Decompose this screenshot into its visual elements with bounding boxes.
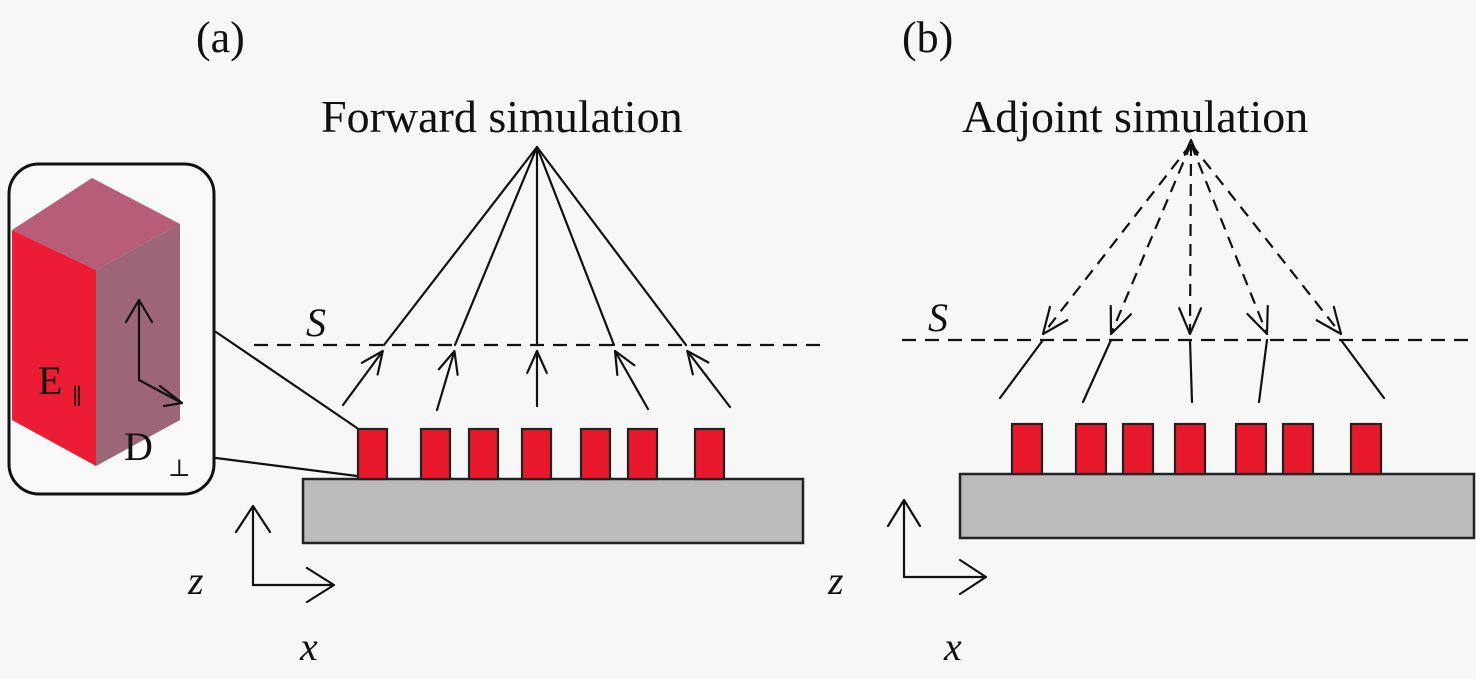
z-axis-arrow-icon	[234, 504, 272, 587]
surface-label-a: S	[306, 300, 326, 345]
pillar	[1074, 422, 1108, 476]
inset-connector-bottom	[214, 456, 359, 478]
x-axis-label-b: x	[943, 624, 962, 669]
axes-a: z x	[187, 504, 336, 669]
transmitted-ray	[998, 338, 1045, 400]
adjoint-ray	[1042, 143, 1192, 335]
z-axis-arrow-icon	[886, 498, 922, 579]
d-perp-subscript: ⊥	[168, 456, 191, 482]
up-arrow-icon	[341, 349, 384, 407]
metasurface-pillars-b	[1010, 422, 1383, 476]
forward-arrows	[341, 349, 732, 412]
pillar	[1121, 422, 1155, 476]
up-arrow-icon	[686, 349, 732, 409]
e-parallel-subscript: ∥	[72, 384, 82, 409]
panel-a-label: (a)	[196, 13, 245, 62]
z-axis-label-a: z	[187, 558, 204, 603]
fan-ray	[453, 145, 539, 347]
transmitted-ray	[1081, 338, 1113, 404]
pillar	[626, 427, 659, 481]
substrate-a	[301, 477, 805, 545]
pillar	[467, 427, 500, 481]
e-field-arrow-icon	[124, 298, 154, 382]
inset-connector-top	[214, 330, 359, 430]
fan-ray	[382, 145, 539, 347]
down-arrow-icon	[1109, 304, 1133, 336]
pillar	[1281, 422, 1315, 476]
pillar	[1010, 422, 1044, 476]
adjoint-transmitted-rays	[998, 338, 1386, 404]
x-axis-arrow-icon	[251, 566, 336, 604]
metasurface-pillars-a	[356, 427, 726, 481]
e-parallel-label: E	[38, 358, 62, 403]
pillar	[419, 427, 452, 481]
adjoint-ray	[1109, 143, 1193, 335]
fan-ray	[535, 145, 688, 347]
pillar	[1173, 422, 1207, 476]
forward-fan	[382, 145, 688, 347]
pillar	[579, 427, 612, 481]
panel-b-label: (b)	[902, 13, 953, 62]
axes-b: z x	[827, 498, 988, 669]
unit-cell-inset: E ∥ D ⊥	[7, 162, 216, 496]
d-perp-label: D	[124, 424, 153, 469]
pillar	[1349, 422, 1383, 476]
pillar	[520, 427, 553, 481]
down-arrow-icon	[1041, 305, 1069, 336]
down-arrow-icon	[1178, 307, 1203, 336]
block-front-face	[12, 230, 96, 466]
d-field-arrow-icon	[137, 378, 184, 408]
x-axis-arrow-icon	[902, 558, 988, 596]
transmitted-ray	[1188, 338, 1194, 404]
up-arrow-icon	[613, 349, 650, 411]
transmitted-ray	[1257, 338, 1269, 404]
adjoint-ray	[1190, 143, 1342, 335]
down-arrow-icon	[1315, 305, 1343, 336]
pillar	[1234, 422, 1268, 476]
substrate-b	[958, 472, 1476, 540]
adjoint-ray	[1188, 143, 1193, 335]
pillar	[356, 427, 389, 481]
x-axis-label-a: x	[299, 624, 318, 669]
z-axis-label-b: z	[827, 558, 844, 603]
panel-a: (a) Forward simulation E ∥ D ⊥ S	[7, 13, 822, 669]
adjoint-ray	[1189, 143, 1269, 335]
fan-ray	[535, 145, 616, 347]
down-arrow-icon	[1246, 304, 1269, 336]
up-arrow-icon	[526, 349, 548, 408]
transmitted-ray	[1339, 338, 1386, 400]
panel-a-title: Forward simulation	[321, 91, 683, 142]
pillar	[693, 427, 726, 481]
panel-b-title: Adjoint simulation	[962, 91, 1308, 142]
up-arrow-icon	[435, 349, 459, 412]
adjoint-fan	[1041, 138, 1343, 336]
surface-label-b: S	[928, 295, 948, 340]
panel-b: (b) Adjoint simulation S z x	[827, 13, 1476, 669]
